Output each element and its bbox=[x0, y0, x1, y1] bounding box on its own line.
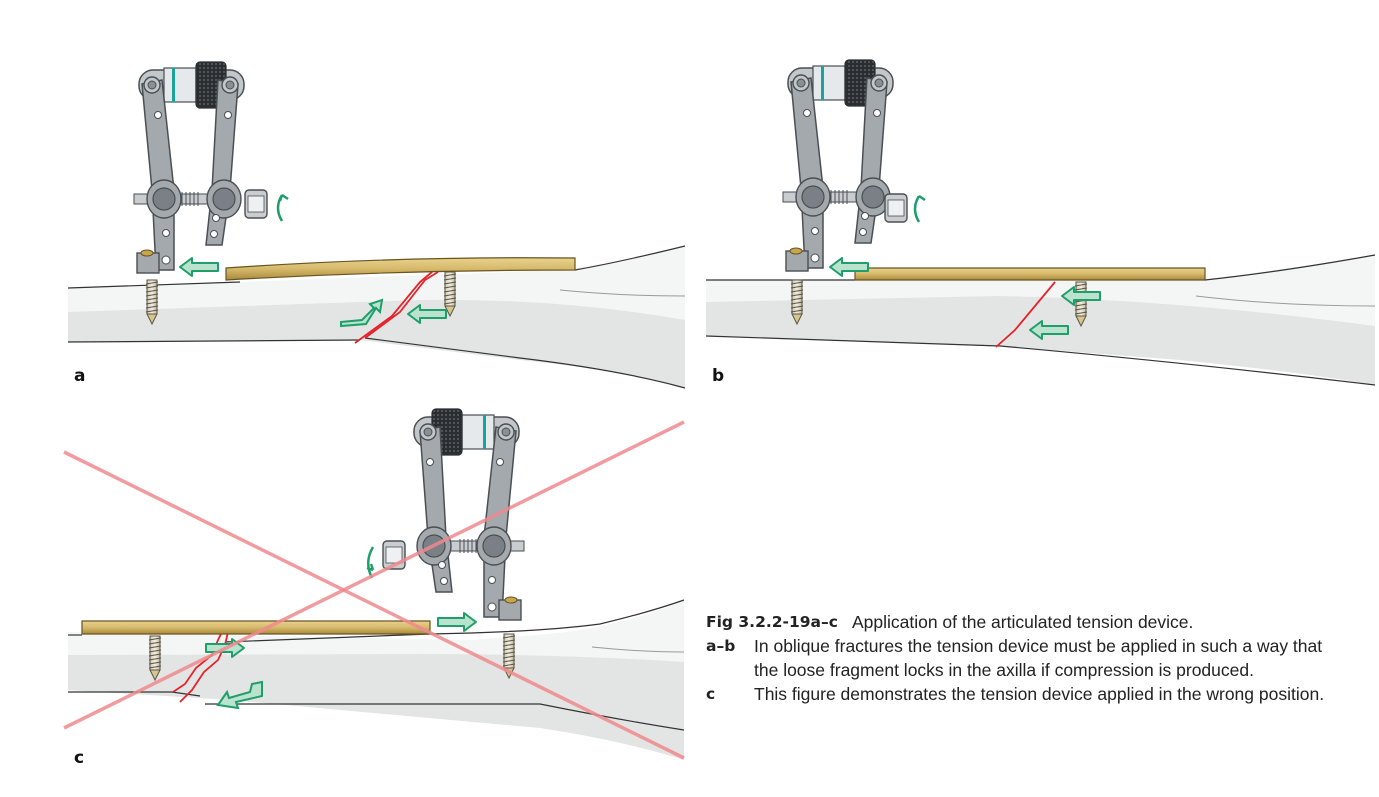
bone-plate-a bbox=[225, 257, 576, 281]
panel-a bbox=[67, 61, 686, 389]
caption-item-key: a–b bbox=[706, 637, 736, 655]
arrow-right-icon-c-1 bbox=[437, 612, 477, 632]
panel-label-b: b bbox=[712, 366, 725, 386]
tension-device-c bbox=[413, 408, 525, 621]
caption-title: Fig 3.2.2-19a–c Application of the artic… bbox=[706, 610, 1346, 634]
arrow-up-right-icon-a bbox=[340, 298, 384, 328]
rotate-arrow-icon-b bbox=[913, 194, 926, 223]
fracture-line-c bbox=[172, 631, 223, 693]
caption-item: c This figure demonstrates the tension d… bbox=[706, 682, 1346, 706]
rotate-arrow-icon-a bbox=[276, 193, 289, 222]
fracture-line-b bbox=[995, 281, 1056, 348]
caption-item-text: In oblique fractures the tension device … bbox=[754, 636, 1323, 680]
figure-caption: Fig 3.2.2-19a–c Application of the artic… bbox=[706, 610, 1346, 706]
cross-out-line-2 bbox=[63, 420, 685, 730]
arrow-down-left-icon-c bbox=[216, 680, 263, 710]
panel-c bbox=[63, 408, 685, 760]
bone-plate-b bbox=[854, 267, 1206, 281]
caption-item-text: This figure demonstrates the tension dev… bbox=[754, 684, 1325, 704]
cross-out-line-1 bbox=[63, 450, 685, 760]
rotate-arrow-icon-c bbox=[366, 546, 375, 579]
caption-item-key: c bbox=[706, 685, 716, 703]
panel-label-c: c bbox=[74, 748, 85, 768]
tension-device-b bbox=[782, 59, 894, 272]
fracture-line-a bbox=[354, 271, 433, 344]
tension-device-a bbox=[133, 61, 245, 274]
panel-label-a: a bbox=[74, 366, 86, 386]
nut-a bbox=[244, 189, 268, 219]
caption-item: a–b In oblique fractures the tension dev… bbox=[706, 634, 1346, 682]
nut-b bbox=[884, 193, 908, 223]
panel-b bbox=[705, 59, 1376, 386]
caption-title-key: Fig 3.2.2-19a–c bbox=[706, 613, 838, 631]
arrow-left-icon-a-1 bbox=[179, 257, 219, 277]
caption-title-text: Application of the articulated tension d… bbox=[851, 612, 1194, 632]
